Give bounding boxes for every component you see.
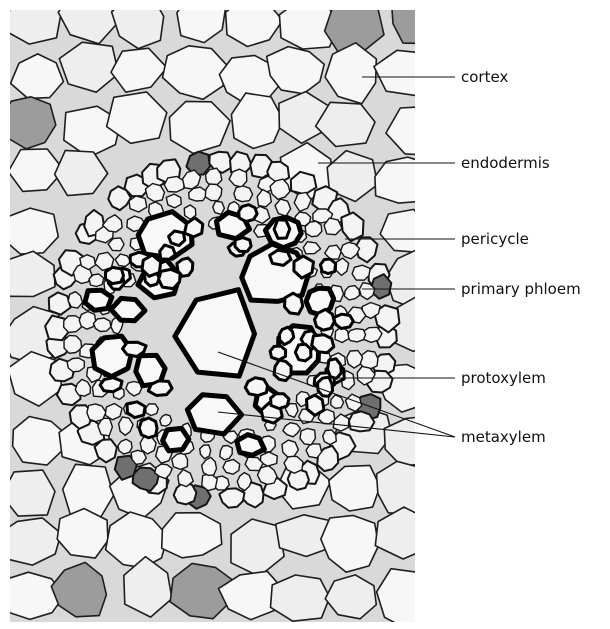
xylem-small-cell <box>148 381 172 396</box>
stele-cell <box>300 428 315 444</box>
stele-cell <box>64 335 82 353</box>
xylem-small-cell <box>295 344 311 361</box>
xylem-small-cell <box>169 231 185 246</box>
cortex-label: cortex <box>461 68 508 86</box>
xylem-small-cell <box>328 359 342 379</box>
stele-cell <box>118 439 132 454</box>
xylem-small-cell <box>159 269 181 288</box>
primary-phloem-label: primary phloem <box>461 280 581 298</box>
xylem-small-cell <box>307 395 325 415</box>
stele-cell <box>94 318 111 332</box>
xylem-small-cell <box>239 205 257 222</box>
stele-cell <box>323 430 337 445</box>
xylem-small-cell <box>100 378 122 392</box>
cortex-cell <box>1 470 55 516</box>
stele-cell <box>64 316 82 333</box>
xylem-small-cell <box>270 250 291 265</box>
stele-cell <box>220 446 233 460</box>
stele-cell <box>67 358 84 372</box>
xylem-small-cell <box>139 418 157 438</box>
stele-cell <box>234 186 253 202</box>
micrograph <box>0 0 449 629</box>
xylem-small-cell <box>142 255 161 276</box>
xylem-small-cell <box>106 267 124 283</box>
xylem-small-cell <box>285 293 303 314</box>
xylem-small-cell <box>235 238 251 252</box>
xylem-small-cell <box>320 259 335 274</box>
endodermis-label: endodermis <box>461 154 550 172</box>
metaxylem-label: metaxylem <box>461 428 546 446</box>
stele-cell <box>288 469 309 490</box>
xylem-small-cell <box>312 335 334 353</box>
stele-cell <box>146 404 158 416</box>
stele-cell <box>282 440 298 457</box>
xylem-small-cell <box>271 394 289 409</box>
stele-cell <box>352 265 370 280</box>
stele-cell <box>305 221 322 236</box>
xylem-small-cell <box>279 327 293 345</box>
annotation-labels: cortex endodermis pericycle primary phlo… <box>461 68 581 446</box>
xylem-small-cell <box>245 378 267 396</box>
xylem-small-cell <box>294 256 314 278</box>
stele-cell <box>105 404 122 420</box>
xylem-small-cell <box>334 314 354 328</box>
xylem-small-cell <box>270 346 286 360</box>
stele-cell <box>166 194 181 208</box>
xylem-small-cell <box>318 377 333 396</box>
xylem-vessel <box>237 435 265 456</box>
pericycle-label: pericycle <box>461 230 529 248</box>
xylem-small-cell <box>315 309 335 330</box>
xylem-small-cell <box>160 245 176 259</box>
protoxylem-label: protoxylem <box>461 369 546 387</box>
xylem-small-cell <box>274 220 290 239</box>
cortex-cell <box>375 157 435 203</box>
stele-cell <box>306 444 322 458</box>
stele-cell <box>79 312 95 330</box>
stele-cell <box>223 459 240 474</box>
stele-cell <box>160 414 172 426</box>
xylem-small-cell <box>123 342 147 356</box>
stele-cell <box>164 176 184 192</box>
xylem-vessel <box>163 428 189 451</box>
stele-cell <box>202 474 218 491</box>
stele-cell <box>205 184 222 201</box>
xylem-vessel <box>85 290 112 310</box>
xylem-vessel <box>111 298 145 320</box>
cortex-cell <box>377 461 440 514</box>
stele-cell <box>89 274 104 287</box>
stele-cell <box>213 201 225 214</box>
xylem-small-cell <box>127 402 145 418</box>
stele-cell <box>347 329 366 342</box>
